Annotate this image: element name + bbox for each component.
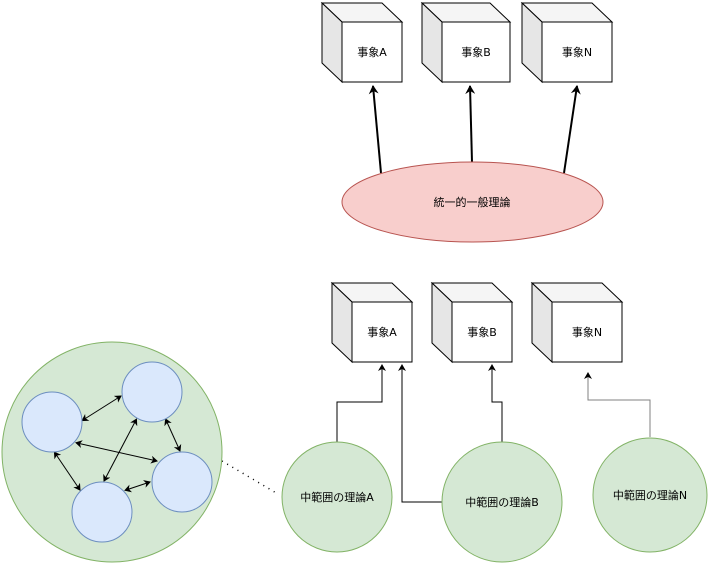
bottom-event-b-label: 事象B [467, 326, 497, 339]
arrow-theory-a-to-event-a [336, 364, 386, 442]
theory-a-label: 中範囲の理論A [300, 490, 374, 504]
bottom-event-n-cube[interactable]: 事象N [530, 281, 624, 364]
arrow-theory-n-to-event-n [584, 372, 651, 437]
cluster-node[interactable] [151, 451, 213, 513]
cluster-link [81, 395, 122, 422]
theory-b-label: 中範囲の理論B [465, 495, 539, 509]
top-event-b-label: 事象B [461, 46, 491, 59]
middle-range-theory-n[interactable]: 中範囲の理論N [592, 437, 708, 553]
cluster-node[interactable] [71, 481, 133, 543]
general-theory-ellipse[interactable]: 統一的一般理論 [341, 161, 604, 243]
cluster-link [103, 418, 138, 482]
dotted-link [221, 460, 279, 495]
middle-range-theory-a[interactable]: 中範囲の理論A [281, 441, 393, 553]
top-event-n-label: 事象N [562, 46, 592, 59]
theory-cluster[interactable] [1, 341, 223, 563]
arrow-theory-b-to-event-a [398, 364, 442, 503]
arrow-general-to-event-b [465, 85, 476, 163]
top-event-n-cube[interactable]: 事象N [520, 1, 614, 84]
cluster-node[interactable] [21, 391, 83, 453]
top-event-b-cube[interactable]: 事象B [420, 1, 512, 84]
arrow-general-to-event-a [368, 85, 382, 174]
bottom-event-b-cube[interactable]: 事象B [430, 281, 514, 364]
cluster-link [53, 451, 81, 491]
general-theory-label: 統一的一般理論 [434, 195, 511, 209]
arrow-theory-b-to-event-b [488, 364, 503, 442]
middle-range-theory-b[interactable]: 中範囲の理論B [441, 441, 563, 563]
bottom-event-a-label: 事象A [367, 326, 397, 339]
theory-n-label: 中範囲の理論N [613, 488, 687, 502]
cluster-link [164, 418, 182, 452]
bottom-event-a-cube[interactable]: 事象A [330, 281, 414, 364]
cluster-link [124, 480, 151, 493]
top-event-a-cube[interactable]: 事象A [320, 1, 404, 84]
top-event-a-label: 事象A [357, 46, 387, 59]
bottom-event-n-label: 事象N [572, 326, 602, 339]
cluster-node[interactable] [121, 361, 183, 423]
arrow-general-to-event-n [563, 85, 581, 174]
